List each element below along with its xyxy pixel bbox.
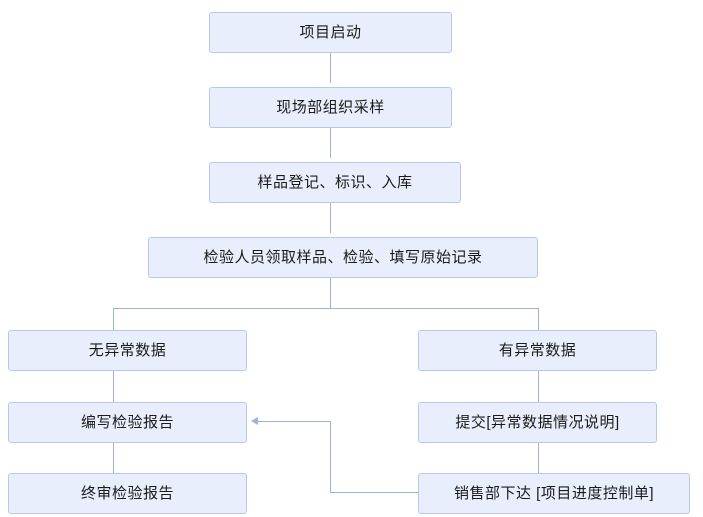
node-normal-data-label: 无异常数据 <box>88 341 167 359</box>
connector-write-report-to-final <box>113 443 114 473</box>
node-write-report-label: 编写检验报告 <box>80 413 174 431</box>
connector-submit-to-sales <box>538 443 539 473</box>
node-sampling-label: 现场部组织采样 <box>276 98 385 116</box>
node-inspect[interactable]: 检验人员领取样品、检验、填写原始记录 <box>148 237 538 278</box>
connector-normal-to-write-report <box>113 371 114 403</box>
node-start-label: 项目启动 <box>299 23 362 41</box>
node-register[interactable]: 样品登记、标识、入库 <box>209 162 461 203</box>
node-sampling[interactable]: 现场部组织采样 <box>209 87 452 128</box>
connector-sales-feedback-horizontal-top <box>257 421 331 422</box>
node-final-report[interactable]: 终审检验报告 <box>8 473 247 514</box>
node-final-report-label: 终审检验报告 <box>80 484 174 502</box>
connector-sampling-to-register <box>330 128 331 158</box>
connector-start-to-sampling <box>330 53 331 83</box>
node-normal-data[interactable]: 无异常数据 <box>8 330 247 371</box>
connector-inspect-to-split <box>330 278 331 308</box>
node-sales-order-label: 销售部下达 [项目进度控制单] <box>453 484 654 502</box>
node-submit-explanation-label: 提交[异常数据情况说明] <box>455 413 620 431</box>
node-abnormal-data[interactable]: 有异常数据 <box>418 330 657 371</box>
node-abnormal-data-label: 有异常数据 <box>498 341 577 359</box>
connector-sales-feedback-horizontal-bottom <box>330 492 418 493</box>
connector-split-to-normal <box>113 308 114 330</box>
node-sales-order[interactable]: 销售部下达 [项目进度控制单] <box>418 473 690 514</box>
connector-sales-feedback-vertical <box>330 421 331 493</box>
node-register-label: 样品登记、标识、入库 <box>257 173 413 191</box>
node-start[interactable]: 项目启动 <box>209 12 452 53</box>
connector-abnormal-to-submit <box>538 371 539 403</box>
connector-register-to-inspect <box>330 203 331 233</box>
arrowhead-to-write-report <box>251 417 258 425</box>
connector-split-horizontal <box>113 308 538 309</box>
node-submit-explanation[interactable]: 提交[异常数据情况说明] <box>418 402 657 443</box>
node-write-report[interactable]: 编写检验报告 <box>8 402 247 443</box>
connector-split-to-abnormal <box>538 308 539 330</box>
node-inspect-label: 检验人员领取样品、检验、填写原始记录 <box>203 248 483 266</box>
